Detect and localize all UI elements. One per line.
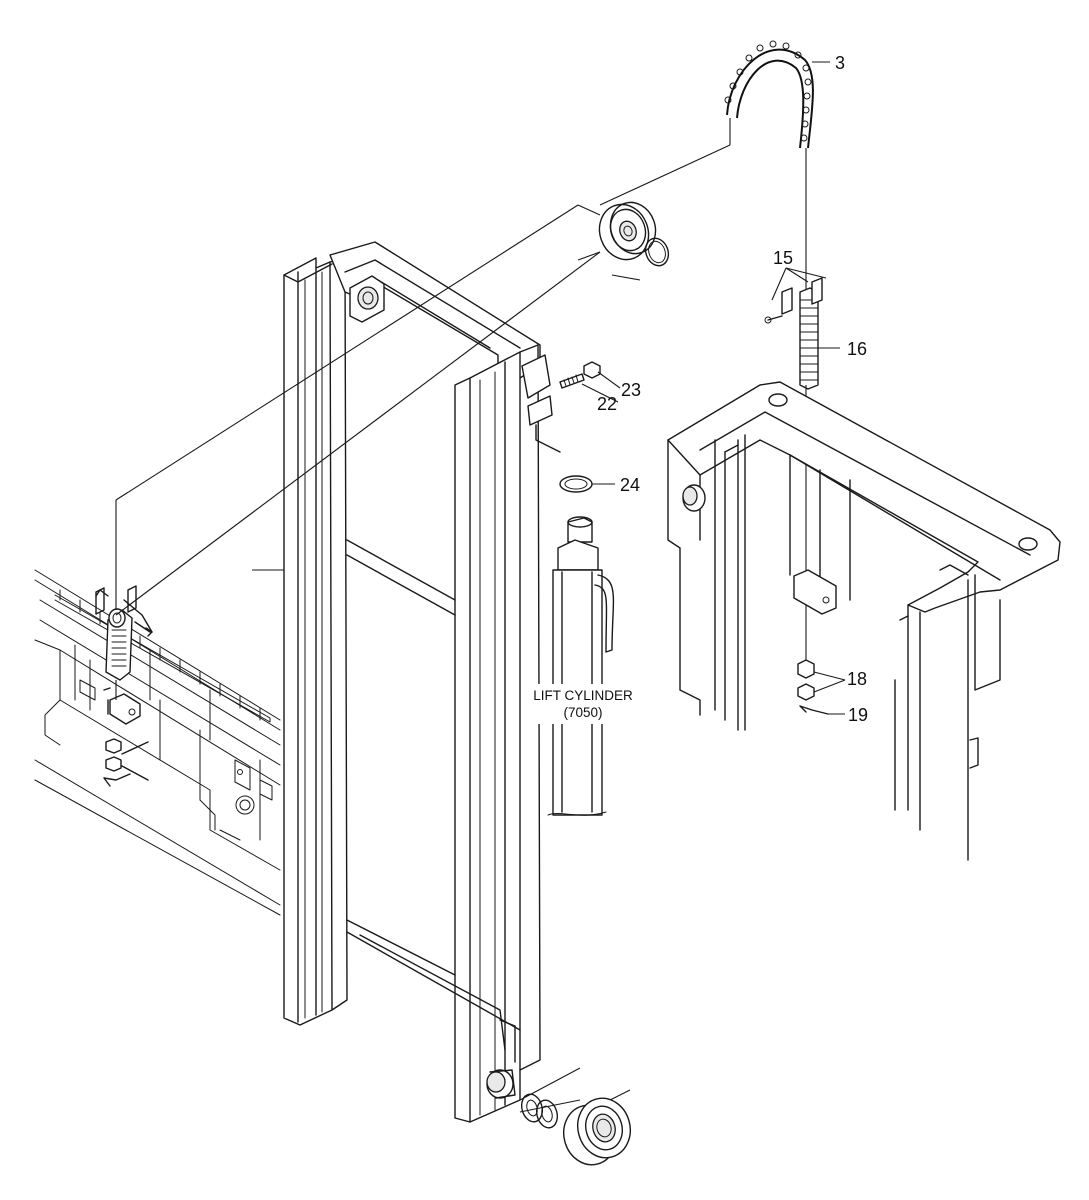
callout-22: 22 <box>597 394 617 414</box>
callout-labels: 3 15 16 23 22 24 18 19 LIFT CYLINDER (70… <box>533 53 868 725</box>
lift-cylinder-part-number: (7050) <box>563 705 602 720</box>
callout-15: 15 <box>773 248 793 268</box>
lift-cylinder-label: LIFT CYLINDER <box>533 688 633 703</box>
callout-3: 3 <box>835 53 845 73</box>
chain-sheave <box>577 201 670 281</box>
bolt-and-nut <box>559 361 621 403</box>
right-chain-anchor <box>764 267 846 715</box>
callout-19: 19 <box>848 705 868 725</box>
left-carriage-frame <box>34 569 281 916</box>
left-chain-anchor <box>95 500 153 787</box>
outer-mast <box>667 381 1061 861</box>
inner-mast <box>252 241 561 1123</box>
callout-16: 16 <box>847 339 867 359</box>
lift-chain <box>115 40 830 616</box>
bottom-roller-set <box>519 1067 631 1166</box>
callout-23: 23 <box>621 380 641 400</box>
callout-24: 24 <box>620 475 640 495</box>
lift-cylinder <box>524 475 642 816</box>
callout-18: 18 <box>847 669 867 689</box>
